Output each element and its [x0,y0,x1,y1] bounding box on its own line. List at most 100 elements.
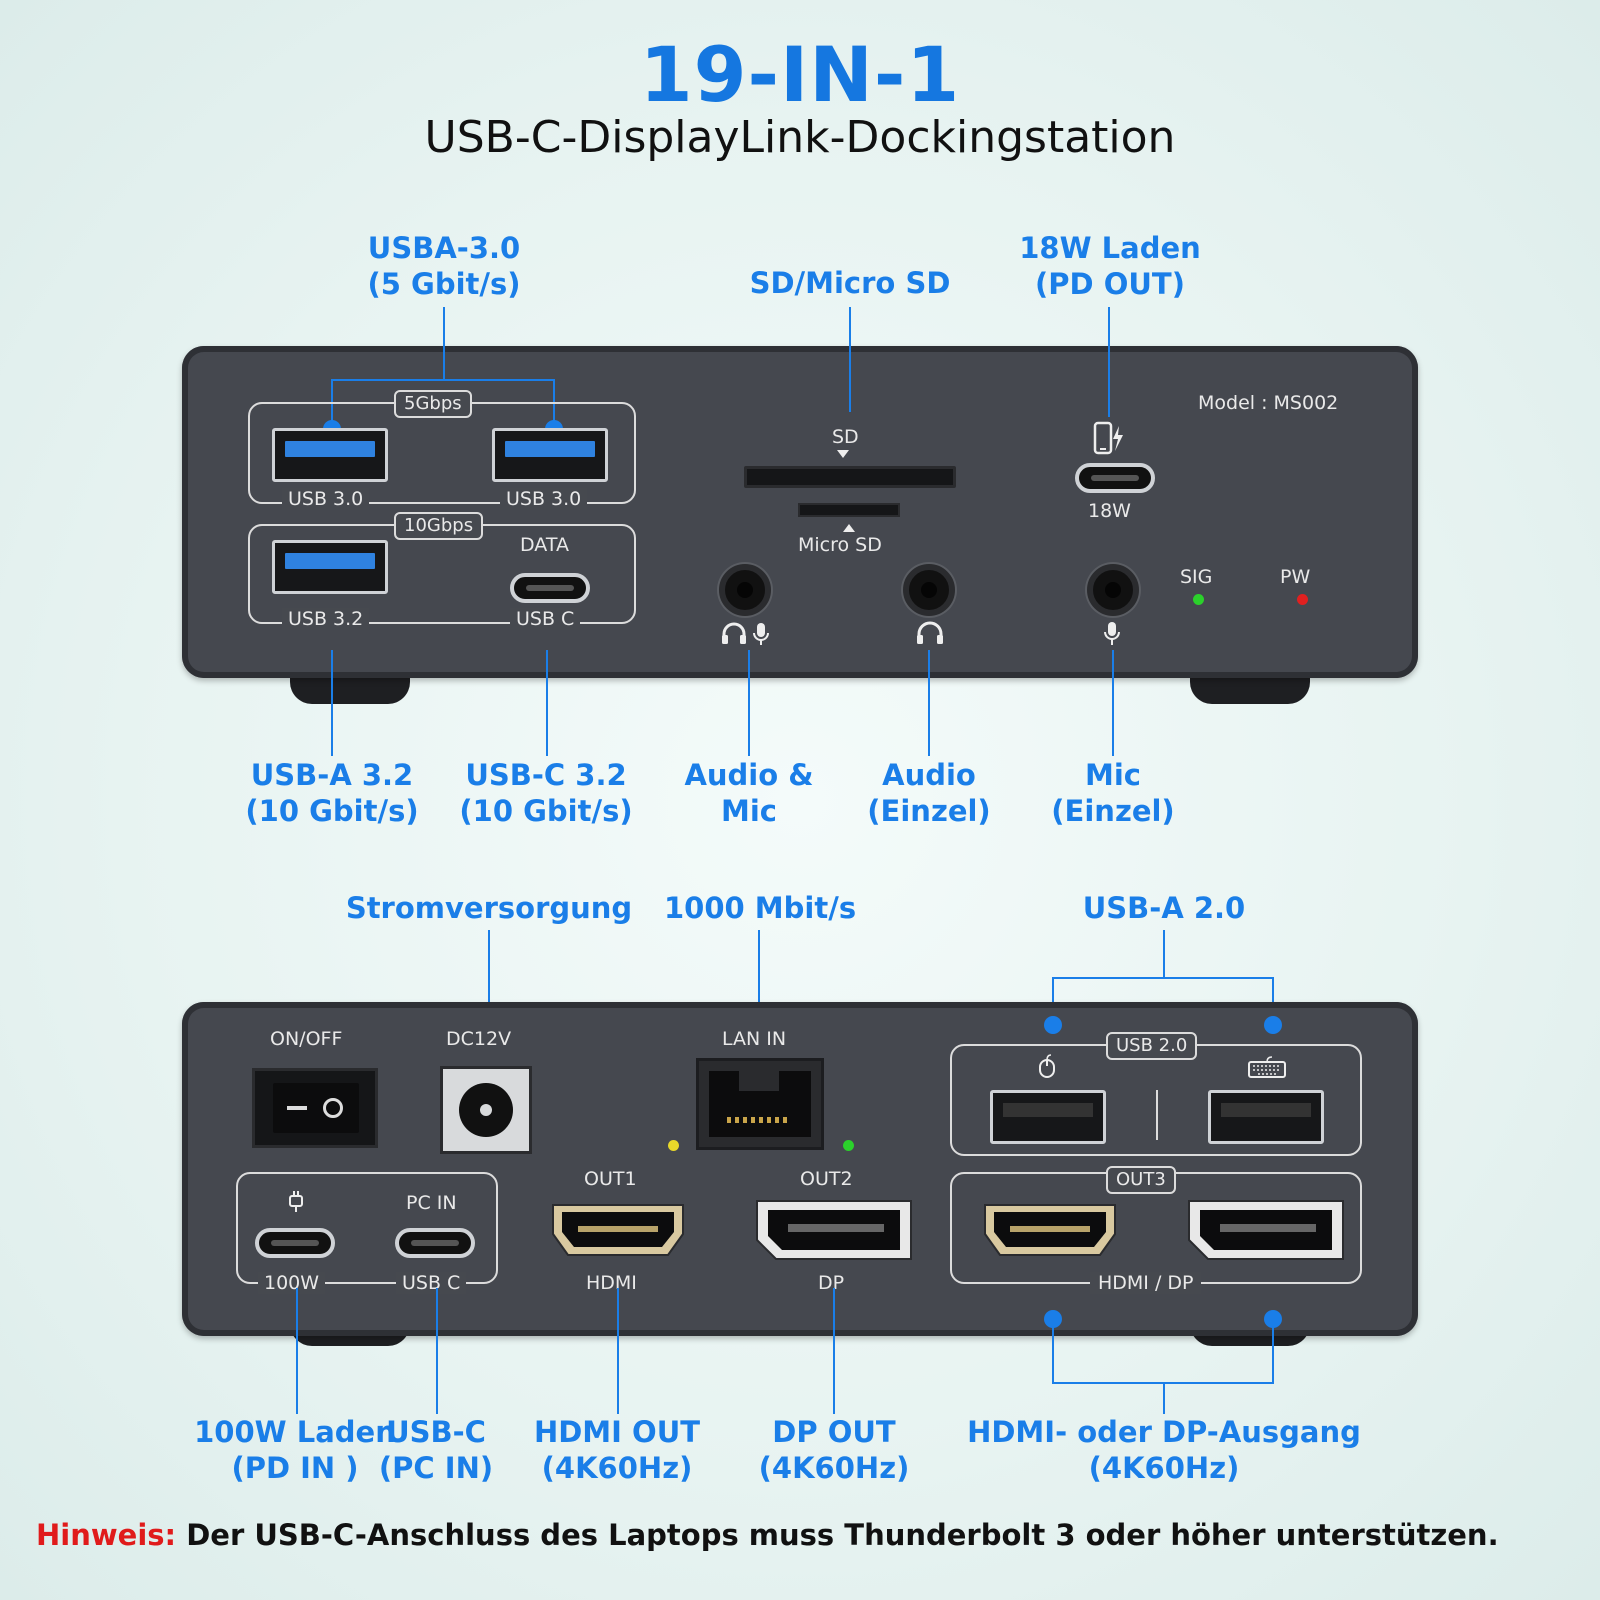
callout-pd-out-line1: 18W Laden [1019,231,1201,265]
dp-port-out2[interactable] [754,1198,914,1262]
usb20-port-2[interactable] [1208,1090,1324,1144]
callout-pc-in-line1: USB-C [386,1415,486,1449]
usb20-port-1[interactable] [990,1090,1106,1144]
callout-pd-out: 18W Laden (PD OUT) [1000,230,1220,302]
footnote-label: Hinweis: [36,1518,177,1552]
mouse-icon [1038,1054,1056,1078]
usbc-data-port[interactable] [510,573,590,603]
usbc-pd-out-port[interactable] [1075,463,1155,493]
callout-usba32-line1: USB-A 3.2 [250,758,414,792]
callout-pd-in-line1: 100W Laden [194,1415,396,1449]
callout-pc-in: USB-C (PC IN) [366,1414,506,1486]
data-label: DATA [520,534,569,556]
18w-label: 18W [1088,500,1131,522]
power-switch[interactable] [252,1068,378,1148]
callout-dot [1264,1016,1282,1034]
usb30-label-1: USB 3.0 [282,488,370,510]
callout-hdmi-out-line1: HDMI OUT [533,1415,701,1449]
usb30-label-2: USB 3.0 [500,488,588,510]
usbc-pc-in-port[interactable] [395,1228,475,1258]
dc-power-jack[interactable] [440,1066,532,1154]
sd-slot[interactable] [744,466,956,488]
callout-mic: Mic (Einzel) [1038,757,1188,829]
callout-lan-line1: 1000 Mbit/s [664,891,857,925]
back-usbc-label: USB C [396,1272,467,1294]
mic-jack[interactable] [1087,564,1139,616]
microphone-icon [1102,620,1122,646]
callout-mic-line1: Mic [1085,758,1141,792]
lan-led-green [843,1140,854,1151]
callout-usba30: USBA-3.0 (5 Gbit/s) [344,230,544,302]
pcin-label: PC IN [406,1192,457,1214]
page-title: 19-IN-1 [639,30,961,119]
usb32-label: USB 3.2 [282,608,370,630]
keyboard-icon [1248,1056,1286,1078]
sig-led [1193,594,1204,605]
microsd-arrow-icon [843,524,855,532]
callout-usba32-line2: (10 Gbit/s) [245,794,419,828]
hdmidp-label: HDMI / DP [1090,1272,1202,1294]
callout-usba30-line1: USBA-3.0 [367,231,521,265]
lanin-label: LAN IN [722,1028,787,1050]
usb20-label: USB 2.0 [1106,1032,1198,1060]
usbc-in-group [236,1172,498,1284]
callout-usba20: USB-A 2.0 [1064,890,1264,926]
back-panel [182,1002,1418,1336]
callout-audio-line1: Audio [882,758,976,792]
plug-icon [286,1188,306,1214]
audio-mic-jack[interactable] [719,564,771,616]
usb30-port-1[interactable] [272,428,388,482]
hdmi-label: HDMI [586,1272,637,1294]
model-label: Model : MS002 [1198,392,1339,414]
callout-pc-in-line2: (PC IN) [378,1451,494,1485]
usbc-pd-in-port[interactable] [255,1228,335,1258]
callout-dp-out: DP OUT (4K60Hz) [744,1414,924,1486]
pw-led [1297,594,1308,605]
hdmi-port-out1[interactable] [550,1202,686,1258]
callout-hdmi-out: HDMI OUT (4K60Hz) [526,1414,708,1486]
out3-label: OUT3 [1106,1166,1176,1194]
callout-lan: 1000 Mbit/s [664,890,857,926]
100w-label: 100W [258,1272,326,1294]
out2-label: OUT2 [800,1168,853,1190]
callout-sd-line1: SD/Micro SD [749,266,951,300]
lan-led-yellow [668,1140,679,1151]
dp-label: DP [818,1272,845,1294]
usb32-port[interactable] [272,540,388,594]
audio-jack[interactable] [903,564,955,616]
headset-mic-icon [720,620,774,646]
lan-port[interactable] [696,1058,824,1150]
microsd-slot[interactable] [798,503,900,517]
callout-dp-out-line2: (4K60Hz) [758,1451,910,1485]
group-5gbps-label: 5Gbps [394,390,472,418]
hdmi-port-out3[interactable] [982,1202,1118,1258]
group-10gbps-label: 10Gbps [394,512,484,540]
callout-usbc32-line1: USB-C 3.2 [465,758,627,792]
callout-usbc32-line2: (10 Gbit/s) [459,794,633,828]
callout-hdmi-out-line2: (4K60Hz) [541,1451,693,1485]
onoff-label: ON/OFF [270,1028,343,1050]
headphones-icon [915,620,945,646]
footnote-text: Der USB-C-Anschluss des Laptops muss Thu… [176,1518,1499,1552]
callout-audio-mic-line2: Mic [721,794,777,828]
callout-power-line1: Stromversorgung [345,891,633,925]
page-subtitle: USB-C-DisplayLink-Dockingstation [424,112,1176,163]
dc12v-label: DC12V [446,1028,512,1050]
footnote: Hinweis: Der USB-C-Anschluss des Laptops… [36,1518,1576,1552]
phone-charge-icon [1092,420,1126,458]
callout-hdmi-dp-line2: (4K60Hz) [1088,1451,1240,1485]
callout-pd-in-line2: (PD IN ) [231,1451,359,1485]
callout-usba30-line2: (5 Gbit/s) [367,267,521,301]
usb30-port-2[interactable] [492,428,608,482]
callout-mic-line2: (Einzel) [1051,794,1175,828]
sd-arrow-icon [837,450,849,458]
sig-label: SIG [1180,566,1213,588]
callout-pd-out-line2: (PD OUT) [1035,267,1185,301]
microsd-label: Micro SD [798,534,882,556]
callout-sd: SD/Micro SD [730,265,970,301]
callout-audio-mic: Audio & Mic [674,757,824,829]
callout-pd-in: 100W Laden (PD IN ) [160,1414,430,1486]
dp-port-out3[interactable] [1186,1198,1346,1262]
usbc-label: USB C [510,608,581,630]
sd-label: SD [832,426,859,448]
